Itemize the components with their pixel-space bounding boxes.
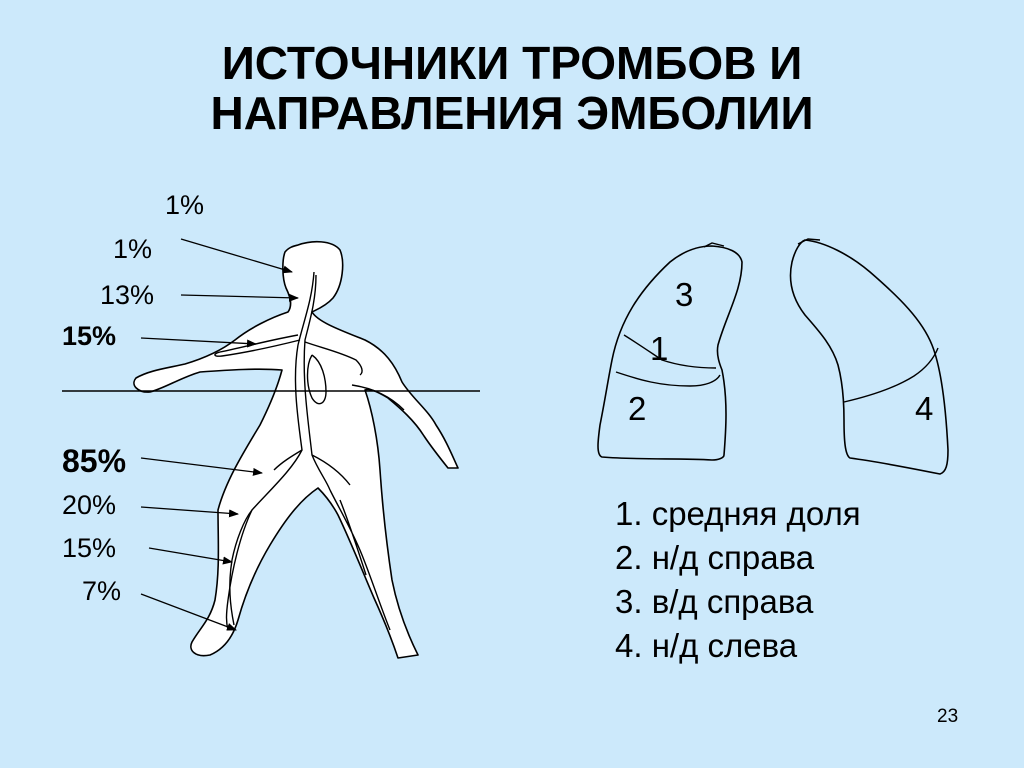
arrow-upper-3 (140, 337, 257, 348)
lung-right-fissure-lower (615, 371, 721, 387)
pct-upper-1: 1% (165, 190, 205, 220)
human-figure-silhouette (133, 240, 459, 659)
lobe-legend: 1. средняя доля 2. н/д справа 3. в/д спр… (615, 492, 861, 668)
arrow-lower-3 (148, 547, 233, 565)
pct-upper-4: 15% (62, 321, 117, 351)
arrow-lower-2 (140, 506, 239, 518)
vessel-leg-right-inner (329, 489, 391, 631)
pct-upper-3: 13% (100, 280, 155, 310)
pct-lower-2: 20% (62, 490, 117, 520)
vessel-heart (306, 354, 327, 405)
vessel-main-right (303, 274, 331, 491)
vessel-abdomen (273, 449, 351, 486)
lung-right-apex-tick (703, 242, 725, 248)
lung-label-middle: 1 (650, 330, 669, 367)
lung-label-lower-right: 2 (628, 390, 647, 427)
legend-item-4: 4. н/д слева (615, 627, 798, 664)
arrow-lower-4 (140, 593, 237, 631)
pct-lower-4: 7% (82, 576, 122, 606)
lung-left-fissure (843, 347, 939, 403)
slide-title-line-2: НАПРАВЛЕНИЯ ЭМБОЛИИ (210, 87, 814, 139)
pct-upper-2: 1% (113, 234, 153, 264)
lung-right-fissure-upper (623, 334, 717, 369)
arrow-lower-1 (140, 457, 263, 476)
lung-label-upper-right: 3 (675, 276, 694, 313)
lung-left-outline (789, 239, 949, 475)
pct-lower-3: 15% (62, 533, 117, 563)
lung-left-apex-tick (797, 238, 821, 245)
lung-label-lower-left: 4 (915, 390, 934, 427)
slide-title-line-1: ИСТОЧНИКИ ТРОМБОВ И (221, 37, 803, 89)
pct-lower-1: 85% (62, 443, 127, 479)
vessel-arm-right-outer (351, 384, 405, 411)
vessel-arm-left (214, 334, 301, 357)
lung-right-outline (597, 245, 743, 461)
page-number: 23 (937, 706, 959, 727)
legend-item-1: 1. средняя доля (615, 495, 861, 532)
legend-item-3: 3. в/д справа (615, 583, 814, 620)
arrow-upper-2 (180, 293, 299, 302)
slide-title: ИСТОЧНИКИ ТРОМБОВ И НАПРАВЛЕНИЯ ЭМБОЛИИ (0, 38, 1024, 138)
legend-item-2: 2. н/д справа (615, 539, 815, 576)
arrow-upper-1 (180, 238, 293, 274)
vessel-arm-right (304, 341, 363, 376)
